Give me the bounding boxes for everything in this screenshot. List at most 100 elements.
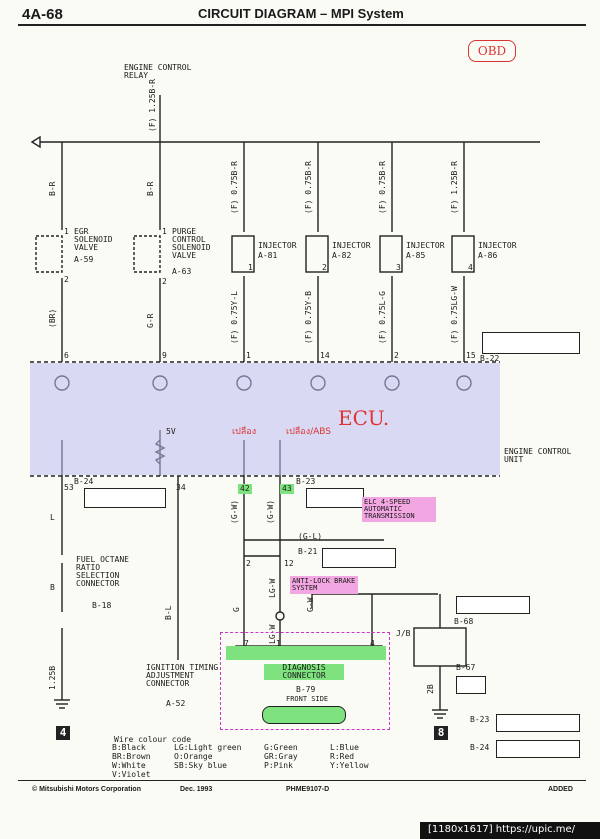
pin-12: 12 xyxy=(284,559,294,568)
wire-lgw: LG-W xyxy=(268,578,277,598)
inj1-wire-top: (F) 0.75B-R xyxy=(230,161,239,214)
wire-g: G xyxy=(232,607,241,612)
legend-item: V:Violet xyxy=(112,770,151,779)
connector-b23-label: B-23 xyxy=(296,477,316,486)
connector-b22-label: B-22 xyxy=(480,354,500,363)
egr-label: EGR SOLENOID VALVE xyxy=(74,227,113,252)
legend-item: B:Black xyxy=(112,743,146,752)
footer-code: PHME9107-D xyxy=(286,786,330,793)
inj1-ecu-pin: 1 xyxy=(246,351,251,360)
wire-bl: B-L xyxy=(164,605,173,620)
jb-label: J/B xyxy=(396,629,411,638)
ground-ref-left: 4 xyxy=(56,726,70,740)
connector-b21-label: B-21 xyxy=(298,547,318,556)
egr-pin-top: 1 xyxy=(64,227,69,236)
wire-gw-left: (G-W) xyxy=(230,499,239,524)
purge-wire-bottom: G-R xyxy=(146,313,155,328)
diag-front-side: FRONT SIDE xyxy=(286,695,329,703)
jb-code: B-68 xyxy=(454,617,474,626)
fuel-connector-code: B-18 xyxy=(92,601,112,610)
inj2-ecu-pin: 14 xyxy=(320,351,330,360)
inj3-label: INJECTOR xyxy=(406,241,445,250)
ignition-code: A-52 xyxy=(166,699,186,708)
legend-item: L:Blue xyxy=(330,743,359,752)
connector-b22-face xyxy=(482,332,580,354)
connector-b21-face xyxy=(322,548,396,568)
egr-wire-bottom: (BR) xyxy=(48,308,57,328)
inj4-wire-top: (F) 1.25B-R xyxy=(450,161,459,214)
diag-code: B-79 xyxy=(296,685,316,694)
watermark-bar xyxy=(420,822,600,839)
inj4-pin: 4 xyxy=(468,263,473,272)
ground-ref-right: 8 xyxy=(434,726,448,740)
footer-status: ADDED xyxy=(548,786,573,793)
legend-item: G:Green xyxy=(264,743,298,752)
ecu-handwritten: ECU. xyxy=(338,406,390,430)
abs-label: ANTI-LOCK BRAKE SYSTEM xyxy=(290,576,358,594)
inj2-label: INJECTOR xyxy=(332,241,371,250)
wire-125b: 1.25B xyxy=(48,665,57,690)
inj1-code: A-81 xyxy=(258,251,278,260)
footer-date: Dec. 1993 xyxy=(180,786,213,793)
legend-item: LG:Light green xyxy=(174,743,242,752)
diag-pin-1: 1 xyxy=(276,639,281,648)
wire-gl: (G-L) xyxy=(298,532,323,541)
wire-2b: 2B xyxy=(426,684,435,694)
watermark-text: [1180x1617] https://upic.me/ xyxy=(428,824,576,835)
inj2-pin: 2 xyxy=(322,263,327,272)
inj1-wire-bottom: (F) 0.75Y-L xyxy=(230,291,239,344)
purge-wire-top: B-R xyxy=(146,181,155,196)
page-title: CIRCUIT DIAGRAM – MPI System xyxy=(198,6,404,21)
ecu-box xyxy=(30,363,500,475)
fuel-connector-label: FUEL OCTANE RATIO SELECTION CONNECTOR xyxy=(76,555,129,588)
inj1-label: INJECTOR xyxy=(258,241,297,250)
ecu-label: ENGINE CONTROL UNIT xyxy=(504,447,572,464)
wire-l: L xyxy=(50,513,55,522)
purge-label: PURGE CONTROL SOLENOID VALVE xyxy=(172,227,211,260)
diag-outline xyxy=(220,632,390,730)
jb-face xyxy=(456,596,530,614)
inj3-wire-bottom: (F) 0.75L-G xyxy=(378,291,387,344)
page-number: 4A-68 xyxy=(22,6,63,23)
ecu-pin-42: 42 xyxy=(238,484,252,494)
purge-pin-bottom: 2 xyxy=(162,277,167,286)
ecu-voltage: 5V xyxy=(166,427,176,436)
ecu-note-2: เปลือง/ABS xyxy=(286,427,332,437)
inj3-ecu-pin: 2 xyxy=(394,351,399,360)
inj4-wire-bottom: (F) 0.75LG-W xyxy=(450,286,459,344)
purge-code: A-63 xyxy=(172,267,192,276)
jb-code2: B-67 xyxy=(456,663,476,672)
legend-item: P:Pink xyxy=(264,761,293,770)
b23-small-face xyxy=(496,714,580,732)
ecu-pin-53: 53 xyxy=(64,483,74,492)
inj4-code: A-86 xyxy=(478,251,498,260)
connector-b24-face xyxy=(84,488,166,508)
legend-item: R:Red xyxy=(330,752,355,761)
obd-stamp: OBD xyxy=(468,40,516,62)
legend-item: GR:Gray xyxy=(264,752,298,761)
elc-label: ELC 4-SPEED AUTOMATIC TRANSMISSION xyxy=(362,497,436,522)
ecu-pin-43: 43 xyxy=(280,484,294,494)
purge-ecu-pin: 9 xyxy=(162,351,167,360)
ignition-label: IGNITION TIMING ADJUSTMENT CONNECTOR xyxy=(146,663,219,688)
b23-small: B-23 xyxy=(470,715,490,724)
footer-rule xyxy=(18,780,586,781)
obd-text: OBD xyxy=(477,44,507,58)
diag-pin-7: 7 xyxy=(244,639,249,648)
legend-item: SB:Sky blue xyxy=(174,761,227,770)
inj2-wire-bottom: (F) 0.75Y-B xyxy=(304,291,313,344)
legend-grid: B:Black LG:Light green G:Green L:Blue BR… xyxy=(112,744,412,779)
egr-wire-top: B-R xyxy=(48,181,57,196)
purge-pin-top: 1 xyxy=(162,227,167,236)
diag-label: DIAGNOSIS CONNECTOR xyxy=(264,664,344,680)
wire-gw-right: (G-W) xyxy=(266,499,275,524)
egr-pin-bottom: 2 xyxy=(64,275,69,284)
legend-item: BR:Brown xyxy=(112,752,151,761)
inj4-label: INJECTOR xyxy=(478,241,517,250)
relay-label: ENGINE CONTROL RELAY xyxy=(124,63,192,80)
diag-bar xyxy=(226,646,386,660)
jb-face2 xyxy=(456,676,486,694)
inj3-pin: 3 xyxy=(396,263,401,272)
inj4-ecu-pin: 15 xyxy=(466,351,476,360)
diag-face xyxy=(262,706,346,724)
